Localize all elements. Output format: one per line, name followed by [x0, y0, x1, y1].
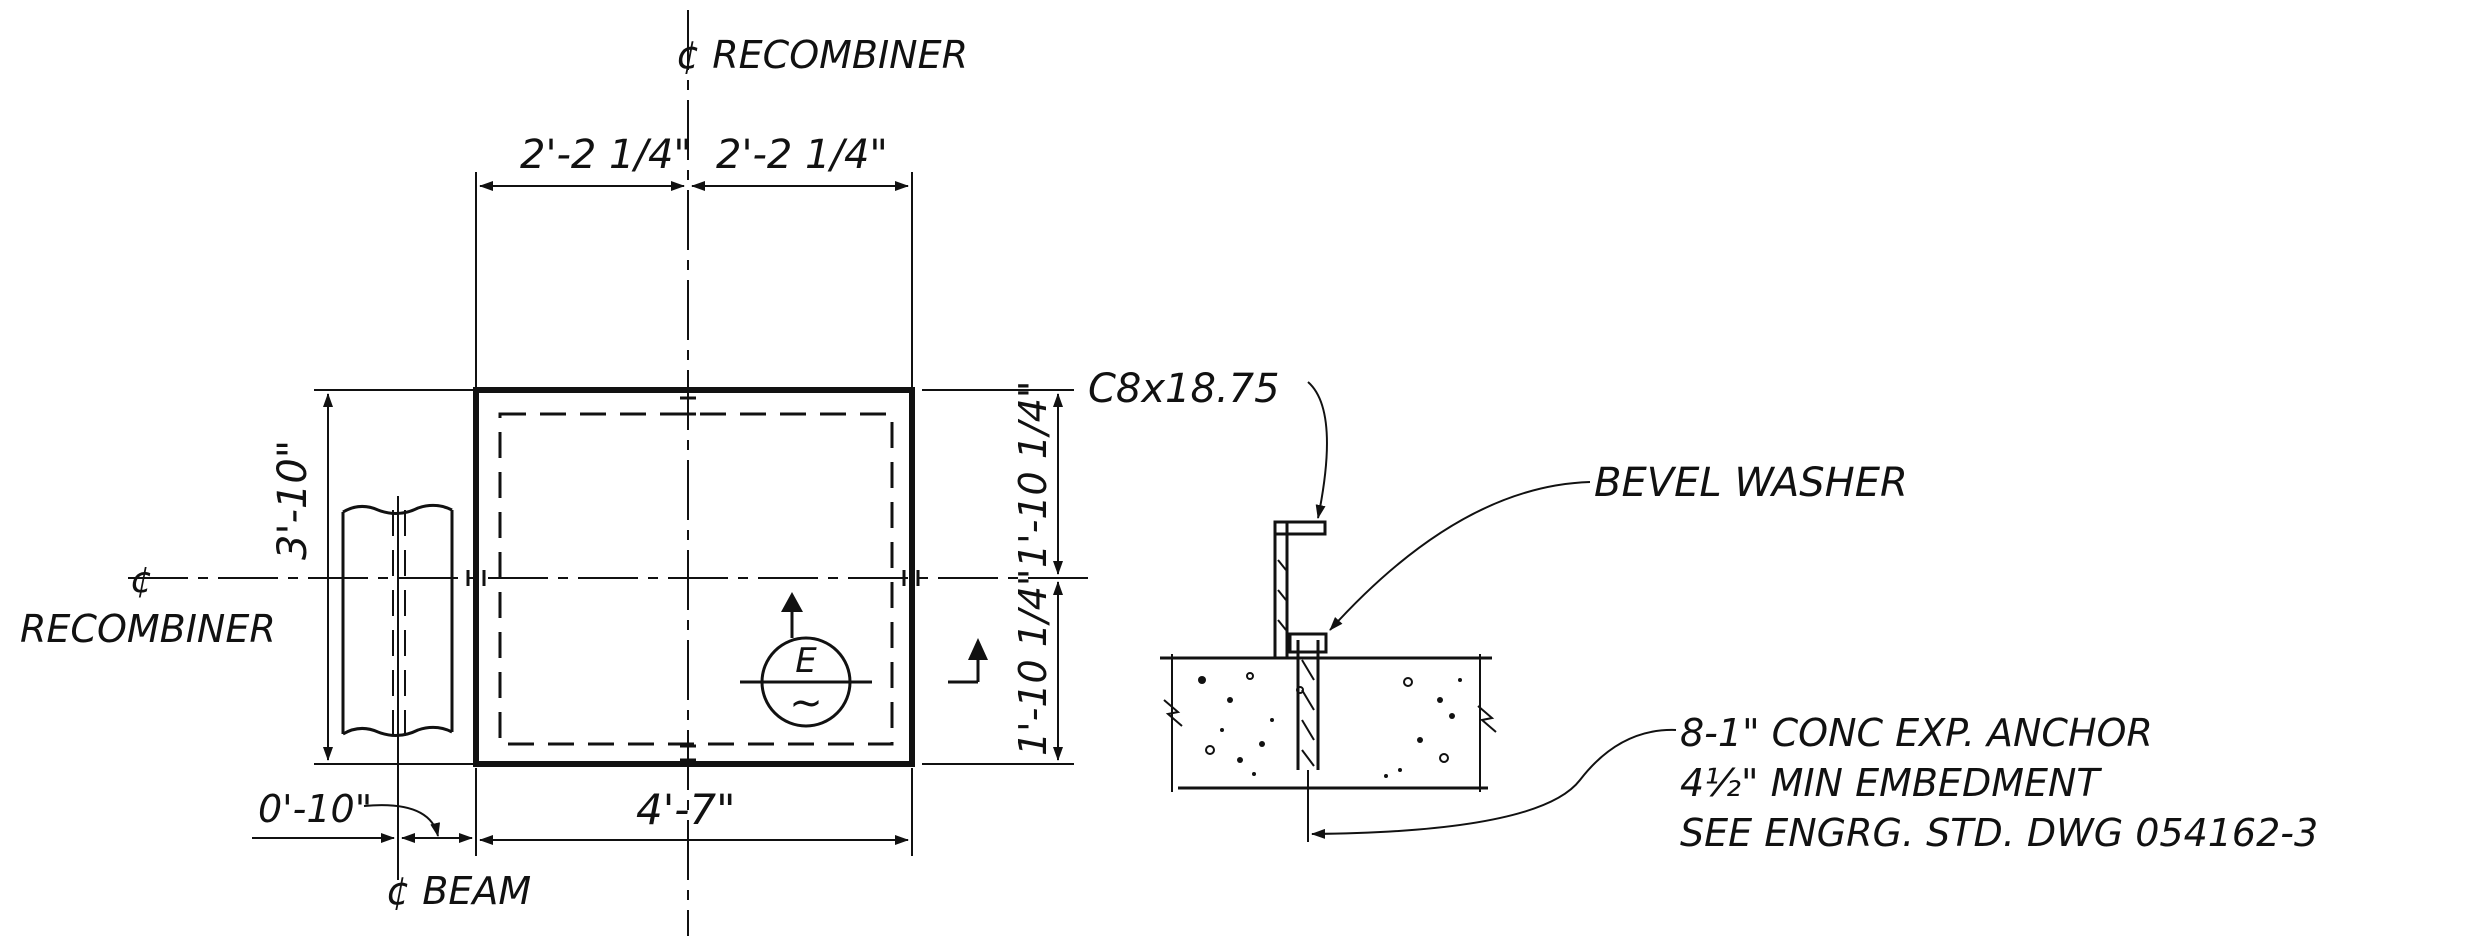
bevel-washer-leader: [1329, 481, 1591, 631]
equipment-symbol: E ~: [740, 592, 872, 728]
dim-top-right-label: 2'-2 1/4": [716, 132, 888, 178]
beam-offset-leader: [363, 804, 441, 837]
skid-frame-outline: [473, 387, 915, 767]
section-cut-marker: [948, 638, 988, 684]
channel-leader: [1307, 381, 1328, 519]
anchor-note-line3: SEE ENGRG. STD. DWG 054162-3: [1680, 811, 2318, 855]
centerline-beam-label: ¢ BEAM: [386, 869, 531, 913]
equipment-letter: E: [795, 641, 817, 681]
anchor-note-leader: [1311, 728, 1677, 839]
dim-left-label: 3'-10": [270, 440, 316, 560]
anchor-bolt: [1288, 632, 1328, 842]
dim-top-left-label: 2'-2 1/4": [520, 132, 692, 178]
dim-bottom-label: 4'-7": [636, 785, 735, 834]
dim-beam-offset-label: 0'-10": [258, 787, 372, 831]
beam-section: [341, 496, 454, 880]
centerline-recombiner-top-label: ¢ RECOMBINER: [676, 33, 968, 77]
channel-label: C8x18.75: [1088, 366, 1280, 412]
dim-right-upper-label: 1'-10 1/4": [1011, 381, 1055, 568]
centerline-recombiner-left-label: RECOMBINER: [20, 607, 276, 651]
centerline-symbol-left: ¢: [130, 560, 153, 601]
channel-section: [1273, 520, 1327, 660]
equipment-wave: ~: [789, 680, 823, 726]
bolt-marks: [466, 396, 920, 762]
bevel-washer-label: BEVEL WASHER: [1594, 460, 1908, 506]
dim-right-lower-label: 1'-10 1/4": [1011, 569, 1055, 756]
anchor-note-line2: 4½" MIN EMBEDMENT: [1680, 761, 2102, 805]
concrete-slab: [1160, 654, 1497, 792]
anchor-note-line1: 8-1" CONC EXP. ANCHOR: [1680, 711, 2153, 755]
